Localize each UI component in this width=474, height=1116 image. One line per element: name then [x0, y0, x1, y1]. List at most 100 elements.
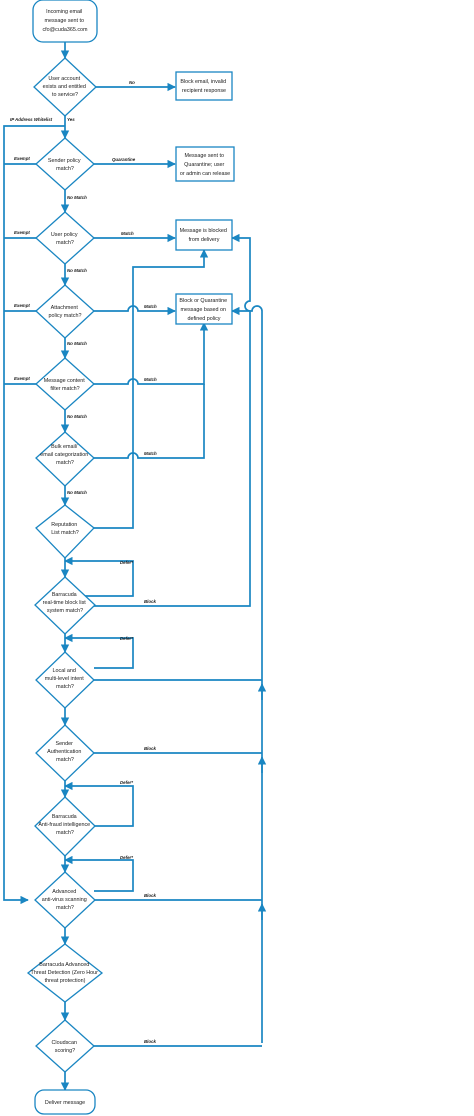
label-attachment-match: Match [144, 304, 157, 309]
atd-line-1: Barracuda Advanced [39, 962, 89, 968]
connectors [3, 42, 267, 1091]
rbl-line-2: real-time block list [43, 600, 87, 606]
cloudscan-text: Cloudscan scoring? [52, 1040, 79, 1054]
user-policy-line-1: User policy [51, 232, 78, 238]
edge-reputation-match [94, 249, 209, 529]
edge-rbl-defer [64, 556, 134, 597]
anti-fraud-line-1: Barracuda [52, 814, 77, 820]
user-account-decision [33, 57, 97, 117]
content-filter-text: Message content filter match? [44, 378, 87, 392]
label-account-no: No [129, 80, 135, 85]
sender-auth-line-1: Sender [56, 741, 74, 747]
antivirus-text: Advanced anti-virus scanning match? [42, 889, 88, 911]
label-sender-nomatch: No Match [67, 195, 87, 200]
quarantine-line-1: Message sent to [184, 153, 224, 159]
start-node-line-2: message sent to [44, 18, 84, 24]
content-filter-decision [35, 357, 95, 411]
label-sender-quarantine: Quarantine [112, 157, 136, 162]
antivirus-line-2: anti-virus scanning [42, 897, 87, 903]
label-auth-block: Block [144, 746, 157, 751]
bulk-email-text: Bulk email/ email categorization match? [40, 444, 89, 466]
block-invalid-line-2: recipient response [182, 88, 226, 94]
label-attachment-nomatch: No Match [67, 341, 87, 346]
label-user-nomatch: No Match [67, 268, 87, 273]
edge-attachment-match [94, 305, 176, 316]
start-node [32, 0, 98, 43]
label-user-match: Match [121, 231, 134, 236]
anti-fraud-line-3: match? [56, 830, 74, 836]
intent-line-3: match? [56, 684, 74, 690]
user-policy-text: User policy match? [51, 232, 79, 246]
label-ip-whitelist: IP Address Whitelist [10, 117, 53, 122]
label-rbl-defer: Defer* [120, 560, 133, 565]
label-av-block: Block [144, 893, 157, 898]
start-node-line-3: cfo@cuda365.com [42, 27, 88, 33]
cloudscan-line-2: scoring? [55, 1048, 75, 1054]
block-or-quarantine-text: Block or Quarantine message based on def… [179, 298, 228, 322]
label-intent-defer: Defer* [120, 636, 133, 641]
block-invalid-text: Block email, invalid recipient response [180, 79, 227, 94]
edge-av-defer [64, 855, 134, 892]
blocked-delivery-text: Message is blocked from delivery [180, 228, 229, 243]
reputation-text: Reputation List match? [51, 522, 79, 536]
reputation-line-1: Reputation [51, 522, 77, 528]
label-content-match: Match [144, 377, 157, 382]
sender-auth-line-2: Authentication [47, 749, 81, 755]
reputation-decision [35, 504, 95, 559]
bulk-email-decision [35, 431, 95, 487]
antivirus-line-1: Advanced [52, 889, 76, 895]
atd-line-2: Threat Detection (Zero Hour [31, 970, 99, 976]
rbl-decision [34, 576, 96, 635]
sender-policy-line-1: Sender policy [48, 158, 81, 164]
intent-line-2: multi-level intent [45, 676, 84, 682]
attachment-policy-decision [35, 284, 95, 339]
quarantine-line-3: or admin can release [180, 171, 230, 177]
user-policy-decision [35, 211, 95, 265]
block-invalid-box [175, 71, 233, 101]
label-av-defer: Defer* [120, 855, 133, 860]
sender-auth-line-3: match? [56, 757, 74, 763]
content-filter-line-2: filter match? [50, 386, 79, 392]
edge-fraud-defer [64, 781, 134, 827]
intent-decision [35, 651, 95, 709]
edge-content-match [94, 322, 209, 385]
user-account-line-3: to service? [52, 92, 78, 98]
user-account-text: User account exists and entitled to serv… [43, 76, 88, 98]
edge-rbl-block [94, 233, 251, 607]
atd-decision [26, 943, 104, 1003]
label-content-exempt: Exempt [14, 376, 30, 381]
anti-fraud-decision [34, 796, 96, 857]
atd-text: Barracuda Advanced Threat Detection (Zer… [31, 962, 100, 984]
blocked-delivery-line-2: from delivery [189, 237, 220, 243]
block-or-quarantine-box [175, 293, 233, 325]
sender-policy-decision [35, 137, 95, 191]
edge-bulk-match [94, 384, 205, 459]
content-filter-line-1: Message content [44, 378, 86, 384]
sender-policy-text: Sender policy match? [48, 158, 82, 172]
block-or-quarantine-line-3: defined policy [188, 316, 221, 322]
label-rbl-block: Block [144, 599, 157, 604]
rbl-text: Barracuda real-time block list system ma… [43, 592, 88, 614]
label-attachment-exempt: Exempt [14, 303, 30, 308]
sender-policy-line-2: match? [56, 166, 74, 172]
edge-whitelist-bypass [3, 125, 65, 905]
blocked-delivery-line-1: Message is blocked [180, 228, 227, 234]
start-node-text: Incoming email message sent to cfo@cuda3… [42, 9, 88, 33]
attachment-policy-line-1: Attachment [51, 305, 79, 311]
deliver-text: Deliver message [45, 1100, 85, 1106]
bulk-email-line-3: match? [56, 460, 74, 466]
block-or-quarantine-line-2: message based on [180, 307, 226, 313]
attachment-policy-line-2: policy match? [49, 313, 82, 319]
label-fraud-defer: Defer* [120, 780, 133, 785]
bulk-email-line-1: Bulk email/ [51, 444, 78, 450]
edge-intent-defer [64, 633, 134, 669]
user-policy-line-2: match? [56, 240, 74, 246]
rbl-line-3: system match? [47, 608, 83, 614]
antivirus-decision [34, 871, 96, 929]
edge-block-spine [231, 305, 263, 1043]
label-cloudscan-block: Block [144, 1039, 157, 1044]
quarantine-line-2: Quarantine; user [184, 162, 224, 168]
blocked-delivery-box [175, 219, 233, 251]
sender-auth-decision [35, 724, 95, 782]
